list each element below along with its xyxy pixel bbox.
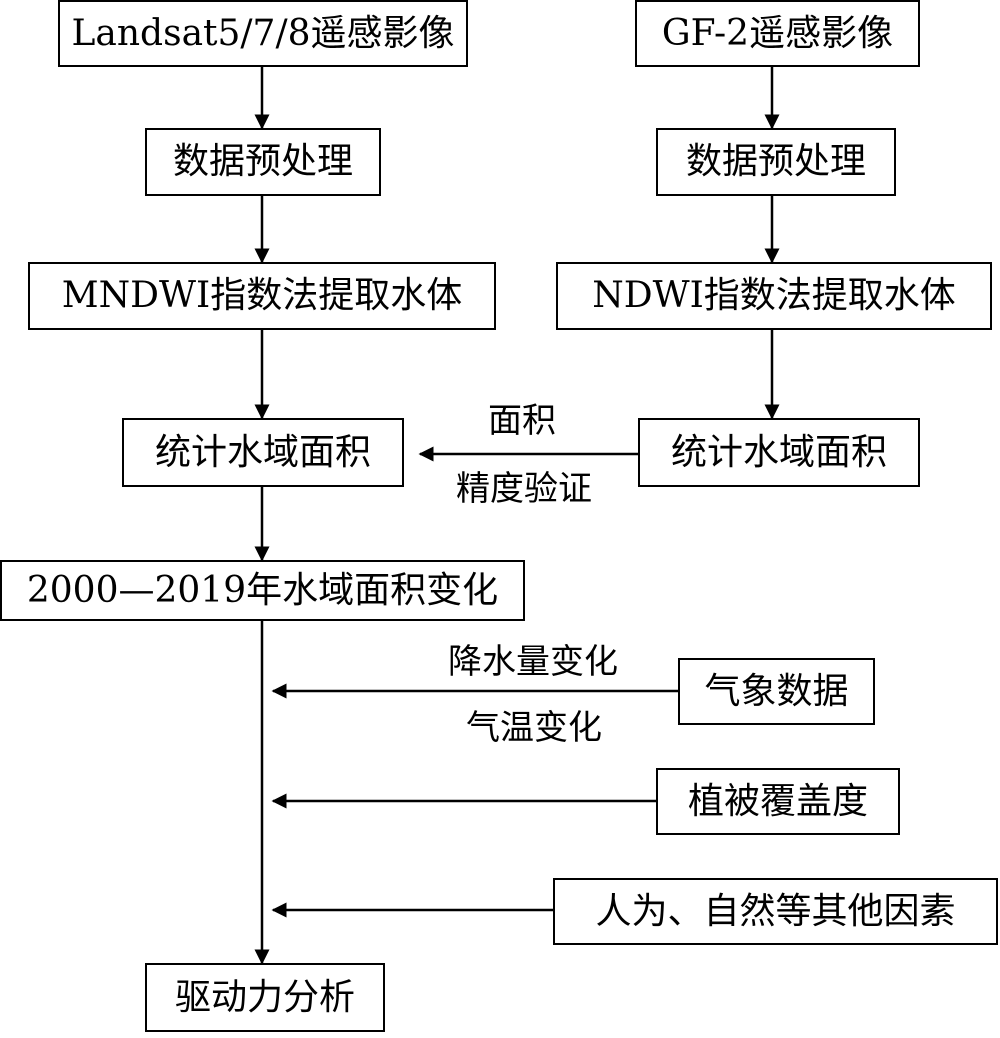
meteorological-data-box: 气象数据 (678, 658, 875, 725)
driving-force-analysis-box: 驱动力分析 (145, 963, 385, 1032)
vegetation-coverage-box: 植被覆盖度 (656, 768, 900, 835)
right-area-statistics-box: 统计水域面积 (638, 418, 920, 487)
temperature-change-label: 气温变化 (466, 708, 602, 748)
gf2-imagery-box: GF-2遥感影像 (635, 0, 920, 67)
landsat-imagery-box: Landsat5/7/8遥感影像 (58, 0, 468, 67)
area-change-box: 2000—2019年水域面积变化 (0, 560, 525, 621)
other-factors-box: 人为、自然等其他因素 (553, 878, 998, 945)
precipitation-change-label: 降水量变化 (448, 642, 618, 682)
left-preprocess-box: 数据预处理 (145, 128, 381, 196)
ndwi-extraction-box: NDWI指数法提取水体 (556, 262, 992, 330)
mndwi-extraction-box: MNDWI指数法提取水体 (28, 262, 496, 330)
left-area-statistics-box: 统计水域面积 (122, 418, 404, 487)
verification-label-area: 面积 (488, 401, 556, 441)
right-preprocess-box: 数据预处理 (656, 128, 896, 196)
verification-label-accuracy: 精度验证 (456, 469, 592, 509)
